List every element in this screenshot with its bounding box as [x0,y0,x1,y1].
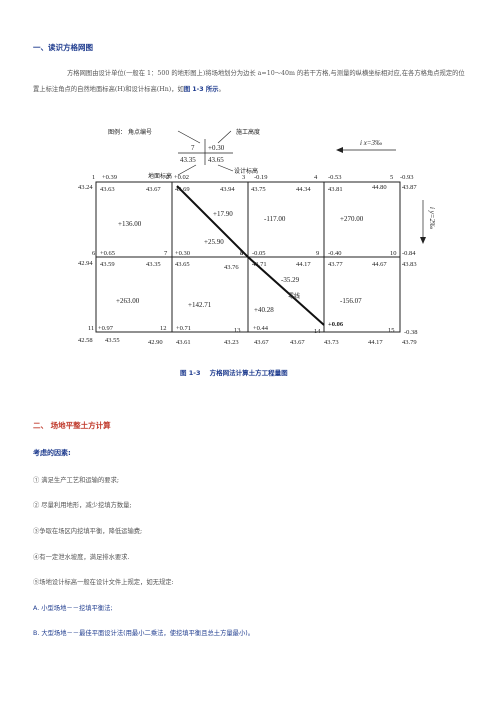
corner-h: +0.06 [328,321,344,328]
corner-no: 14 [314,328,321,335]
corner-design: 43.87 [402,184,417,191]
corner-h: -0.19 [254,174,268,181]
corner-design: 43.81 [328,186,343,193]
volume-label: +270.00 [340,215,364,223]
factors-title: 考虑的因素: [33,449,71,457]
corner-no: 8 [240,250,244,257]
legend-sample-no: 7 [191,144,195,152]
corner-design: 43.67 [254,339,269,346]
corner-design: 43.73 [324,339,339,346]
legend-corner-no: 角点编号 [128,128,152,136]
corner-no: 13 [234,327,241,334]
corner-h: +0.39 [102,174,117,181]
corner-design: 43.65 [175,261,190,268]
corner-h: +0.71 [176,325,191,332]
corner-ground: 42.58 [78,337,93,344]
volume-label: +142.71 [188,301,212,309]
factor-item: ① 满足生产工艺和运输的要求; [33,477,119,484]
corner-h: -0.38 [404,329,418,336]
corner-no: 12 [160,325,167,332]
section1-title: 一、读识方格网图 [33,43,93,52]
corner-h: -0.84 [402,250,416,257]
section1-paragraph: 方格网图由设计单位(一般在 1：500 的地形图上)将场地划分为边长 a=10～… [33,70,465,93]
corner-ground: 44.80 [372,184,387,191]
corner-no: 3 [242,174,245,181]
corner-design: 43.83 [402,261,417,268]
legend-sample-h: +0.30 [208,144,225,152]
corner-no: 7 [164,250,168,257]
subitem: A. 小型场地－－挖填平衡法; [33,605,113,612]
corner-h: -0.40 [328,250,342,257]
volume-label: +263.00 [116,297,140,305]
corner-ground: 43.76 [224,264,239,271]
corner-design: 43.59 [100,261,115,268]
grid-diagram: 图例： 角点编号 施工高度 7 +0.30 43.35 43.65 地面标高 设… [78,128,436,346]
legend-prefix: 图例： [108,128,126,136]
corner-ground: 44.17 [296,261,311,268]
corner-ground: 44.17 [368,339,383,346]
corner-no: 6 [92,250,96,257]
slope-x-label: i x=3‰ [360,139,382,147]
factor-item: ④有一定泄水坡度，满足排水要求. [33,554,130,561]
corner-ground: 44.34 [296,186,311,193]
corner-h: -0.93 [400,174,414,181]
corner-design: 43.69 [175,186,190,193]
corner-no: 11 [88,325,94,332]
figure-caption: 图 1-3 方格网法计算土方工程量图 [180,369,288,377]
corner-design: 43.71 [252,261,267,268]
legend-design-elev: 设计标高 [234,167,258,175]
corner-h: +0.02 [174,174,189,181]
corner-design: 43.75 [251,186,266,193]
legend-construction-height: 施工高度 [236,128,260,136]
corner-ground: 43.24 [78,184,93,191]
volume-label: -35.29 [281,276,300,284]
volume-label: -117.00 [264,215,286,223]
corner-ground: 43.35 [146,261,161,268]
corner-ground: 42.90 [148,339,163,346]
slope-y-label: i y=2‰ [428,207,436,229]
legend-sample-design: 43.65 [208,156,224,164]
volume-label: +25.90 [204,238,224,246]
corner-ground: 43.67 [146,186,161,193]
legend-sample-ground: 43.35 [180,156,196,164]
corner-h: +0.97 [98,325,114,332]
volume-label: +136.00 [118,220,142,228]
volume-label: +17.90 [213,210,233,218]
corner-design: 43.63 [100,186,115,193]
corner-design: 43.61 [176,339,191,346]
volume-label: +40.28 [254,306,274,314]
corner-ground: 43.67 [290,339,305,346]
corner-no: 1 [92,174,95,181]
section2-title: 二、 场地平整土方计算 [33,421,111,430]
corner-no: 15 [388,327,395,334]
factor-item: ② 尽量利用地形，减少挖填方数量; [33,502,132,509]
corner-ground: 42.94 [78,260,93,267]
corner-h: -0.53 [328,174,342,181]
subitem: B. 大型场地－－最佳平面设计法(用最小二乘法，使挖填平衡且总土方量最小)。 [33,630,255,637]
corner-ground: 44.67 [372,261,387,268]
corner-ground: 43.23 [224,339,239,346]
factor-item: ③争取在场区内挖填平衡，降低运输费; [33,528,143,535]
corner-no: 4 [314,174,318,181]
factor-item: ⑤场地设计标高一般在设计文件上规定，如无规定: [33,579,174,586]
corner-h: +0.30 [175,250,190,257]
figure-ref-link: 图 1-3 所示 [183,86,219,93]
corner-no: 5 [390,174,393,181]
legend-ground-elev: 地面标高 [148,172,172,180]
corner-h: -0.05 [252,250,266,257]
corner-ground: 43.94 [220,186,235,193]
zero-line-label: 零线 [288,292,300,300]
corner-no: 9 [316,250,319,257]
corner-h: +0.65 [100,250,115,257]
corner-no: 10 [390,250,397,257]
volume-label: -156.07 [340,297,362,305]
corner-design: 43.55 [105,337,120,344]
corner-no: 2 [166,174,169,181]
corner-design: 43.77 [328,261,343,268]
corner-h: +0.44 [253,325,269,332]
corner-design: 43.79 [402,339,417,346]
